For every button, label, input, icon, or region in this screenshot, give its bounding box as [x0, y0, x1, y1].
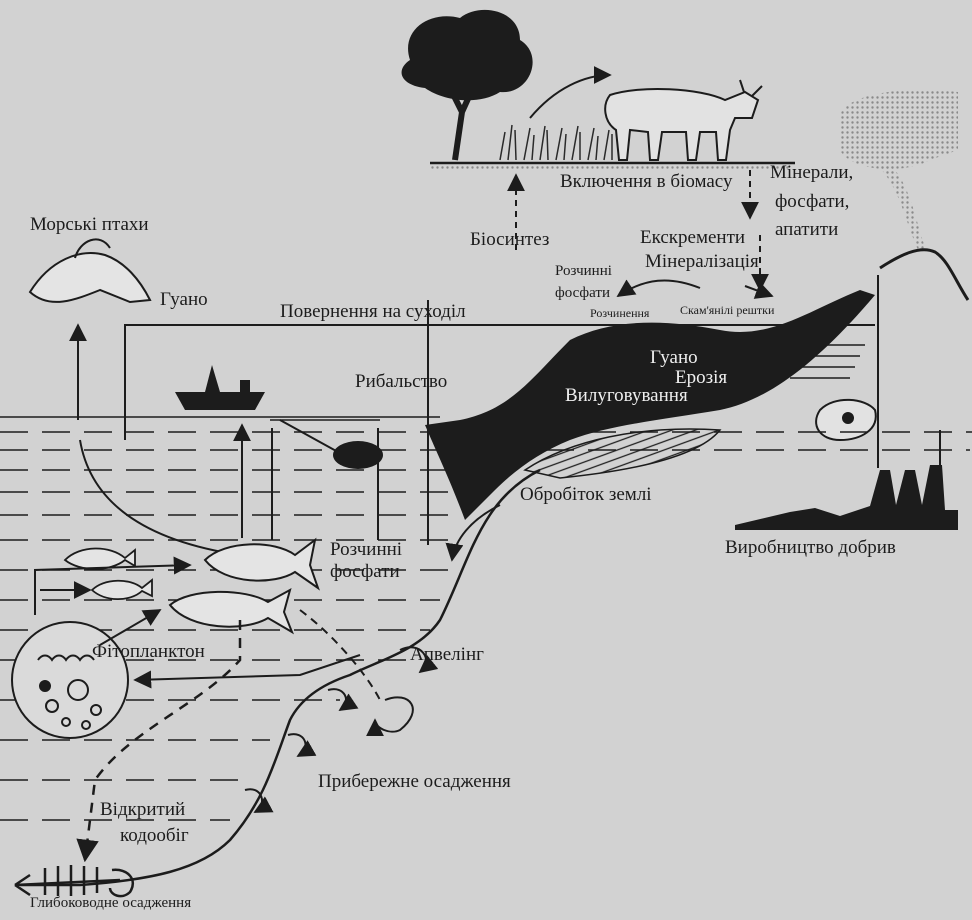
label-guano-land: Гуано	[650, 348, 698, 367]
cloud-icon	[840, 90, 958, 169]
cow-icon	[605, 80, 762, 160]
label-upwelling: Апвелінг	[410, 645, 484, 664]
label-biosynthesis: Біосинтез	[470, 230, 549, 249]
label-soluble-phosphates-top-2: фосфати	[555, 286, 610, 301]
label-return-to-land: Повернення на суходіл	[280, 302, 466, 321]
label-soluble-phosphates-sea-1: Розчинні	[330, 540, 402, 559]
smoke-column	[880, 166, 926, 250]
label-fertilizer-production: Виробництво добрив	[725, 538, 896, 557]
tree-to-cow-arrow	[530, 75, 610, 118]
seabird-icon	[30, 239, 150, 302]
label-excrements: Екскременти	[640, 228, 745, 247]
label-deep-sedimentation: Глибоководне осадження	[30, 896, 191, 911]
label-phytoplankton: Фітопланктон	[92, 642, 205, 661]
label-land-cultivation: Обробіток землі	[520, 485, 652, 504]
label-fishing: Рибальство	[355, 372, 447, 391]
label-guano-bird: Гуано	[160, 290, 208, 309]
label-minerals-2: фосфати,	[775, 192, 849, 211]
label-dissolution: Розчинення	[590, 307, 649, 319]
label-leaching: Вилуговування	[565, 386, 688, 405]
tree-icon	[402, 10, 533, 160]
small-fish-icon	[65, 548, 152, 599]
label-mineralization: Мінералізація	[645, 252, 759, 271]
factory-icon	[735, 465, 958, 530]
grass-icon	[500, 125, 626, 160]
fishing-net-icon	[280, 420, 383, 469]
fish-skeleton-icon	[15, 865, 133, 896]
label-open-water-cycle-1: Відкритий	[100, 800, 185, 819]
mountain-outline	[880, 250, 968, 300]
fish-icon	[170, 540, 318, 632]
label-minerals-3: апатити	[775, 220, 838, 239]
label-soluble-phosphates-sea-2: фосфати	[330, 562, 400, 581]
label-open-water-cycle-2: кодообіг	[120, 826, 189, 845]
label-soluble-phosphates-top-1: Розчинні	[555, 264, 612, 279]
label-coastal-sedimentation: Прибережне осадження	[318, 772, 511, 791]
label-sea-birds: Морські птахи	[30, 215, 149, 234]
label-minerals-1: Мінерали,	[770, 163, 853, 182]
label-fossil-remains: Скам'янілі рештки	[680, 304, 774, 316]
label-inclusion-biomass: Включення в біомасу	[560, 172, 732, 191]
fishing-ship-icon	[175, 365, 265, 410]
animal-skull-icon	[816, 400, 876, 440]
